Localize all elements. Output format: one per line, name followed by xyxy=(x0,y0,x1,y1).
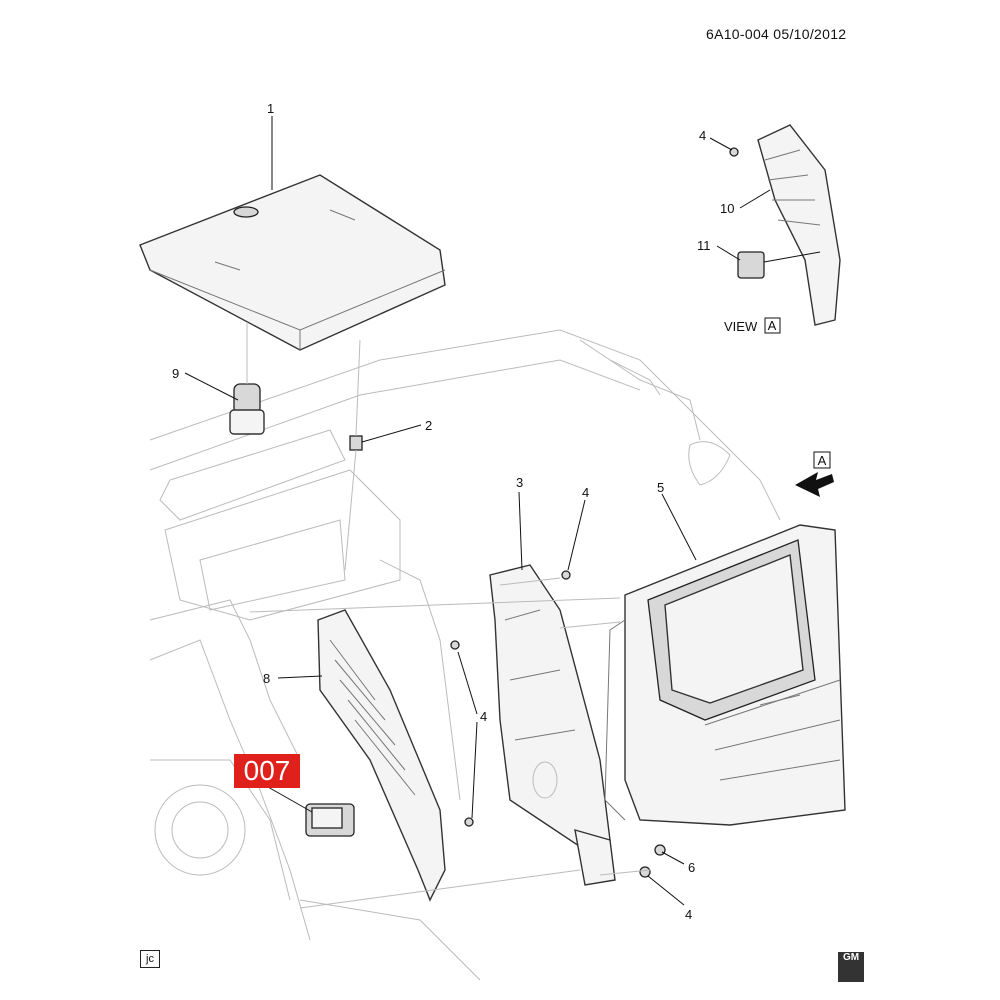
callout-6: 6 xyxy=(688,860,695,875)
callout-10: 10 xyxy=(720,201,734,216)
part-007-badge: 007 xyxy=(234,754,300,788)
part-2-clip xyxy=(344,339,363,571)
callout-11: 11 xyxy=(697,238,711,253)
callout-9: 9 xyxy=(172,366,179,381)
document-reference: 6A10-004 05/10/2012 xyxy=(706,26,847,42)
part-8-left-vent xyxy=(317,609,446,902)
illustrator-initials: jc xyxy=(140,950,160,968)
dashboard-outline xyxy=(149,329,781,981)
part-1-top-cover xyxy=(139,174,446,351)
view-arrow-letter: A xyxy=(818,453,827,468)
callout-4-view: 4 xyxy=(699,128,706,143)
callout-1: 1 xyxy=(267,101,274,116)
callout-3: 3 xyxy=(516,475,523,490)
view-a-inset xyxy=(737,124,841,326)
alignment-lines xyxy=(249,577,651,909)
callout-2: 2 xyxy=(425,418,432,433)
part-3-center-bracket xyxy=(489,564,616,886)
gm-logo-text: GM xyxy=(842,952,860,963)
callout-5: 5 xyxy=(657,480,664,495)
callout-8: 8 xyxy=(263,671,270,686)
callout-4-upper: 4 xyxy=(582,485,589,500)
part-9-sensor xyxy=(229,322,265,435)
part-007-switch xyxy=(305,803,355,837)
view-label: VIEW xyxy=(724,319,758,334)
gm-logo: GM xyxy=(838,952,864,982)
view-letter: A xyxy=(768,318,777,333)
callout-4-lower: 4 xyxy=(685,907,692,922)
callout-4-middle: 4 xyxy=(480,709,487,724)
part-5-display-unit xyxy=(604,524,846,826)
leader-lines xyxy=(184,116,821,906)
view-direction-arrow: A xyxy=(795,451,834,497)
